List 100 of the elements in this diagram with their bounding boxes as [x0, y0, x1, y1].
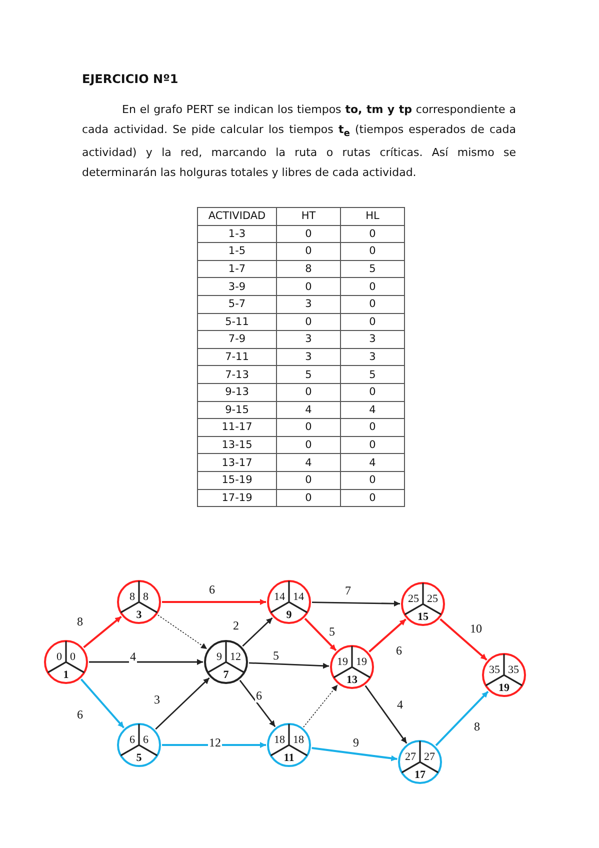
- edge-label: 6: [76, 708, 84, 722]
- late-time: 12: [230, 651, 241, 663]
- table-cell: 3: [340, 348, 404, 366]
- table-cell: 4: [340, 454, 404, 472]
- arrow: [303, 684, 338, 728]
- arrow: [162, 742, 266, 748]
- table-cell: 15-19: [198, 471, 276, 489]
- early-time: 14: [274, 591, 285, 603]
- table-cell: 13-17: [198, 454, 276, 472]
- table-cell: 4: [276, 401, 340, 419]
- table-cell: 7-11: [198, 348, 276, 366]
- table-cell: 3: [340, 330, 404, 348]
- early-time: 19: [337, 656, 348, 668]
- event-number: 17: [414, 769, 426, 781]
- late-time: 14: [293, 591, 304, 603]
- late-time: 8: [143, 591, 148, 603]
- table-cell: 13-15: [198, 436, 276, 454]
- table-cell: 7-9: [198, 330, 276, 348]
- arrow: [162, 599, 266, 605]
- edge-label: 6: [208, 584, 216, 596]
- event-circle: [267, 723, 311, 767]
- table-cell: 5: [276, 366, 340, 384]
- arrow: [158, 614, 208, 650]
- arrow: [242, 617, 273, 647]
- event-number: 13: [346, 674, 358, 686]
- event-circle: [482, 653, 526, 697]
- arrow: [312, 600, 400, 607]
- early-time: 0: [56, 651, 62, 663]
- late-time: 25: [427, 593, 438, 605]
- table-cell: 0: [276, 383, 340, 402]
- exercise-title: EJERCICIO Nº1: [82, 72, 178, 86]
- late-time: 0: [70, 651, 76, 663]
- edge-label: 8: [76, 616, 84, 628]
- late-time: 19: [356, 656, 367, 668]
- table-cell: 0: [340, 242, 404, 260]
- table-cell: 0: [340, 225, 404, 243]
- event-number: 15: [418, 611, 428, 623]
- event-circle: [330, 645, 374, 689]
- event-circle: [44, 640, 88, 684]
- table-cell: 0: [340, 489, 404, 507]
- edge-label: 4: [396, 698, 404, 712]
- table-cell: 11-17: [198, 418, 276, 436]
- event-number: 19: [498, 682, 510, 694]
- table-cell: 1-3: [198, 225, 276, 243]
- event-circle: [117, 580, 161, 624]
- table-cell: 5-11: [198, 313, 276, 331]
- table-cell: 0: [276, 278, 340, 296]
- early-time: 8: [130, 591, 135, 603]
- arrow: [368, 618, 406, 652]
- table-cell: 0: [340, 418, 404, 436]
- arrow: [435, 690, 489, 746]
- edge-label: 6: [255, 690, 263, 702]
- arrow: [155, 677, 210, 730]
- table-cell: 3-9: [198, 278, 276, 296]
- arrow: [248, 662, 330, 669]
- table-cell: 0: [340, 295, 404, 314]
- edge-label: 12: [208, 736, 222, 750]
- table-cell: ACTIVIDAD: [198, 208, 276, 226]
- event-number: 3: [136, 609, 142, 621]
- late-time: 27: [424, 751, 435, 763]
- table-cell: 4: [340, 401, 404, 419]
- early-time: 25: [408, 593, 419, 605]
- table-cell: 17-19: [198, 489, 276, 507]
- event-number: 1: [63, 669, 69, 681]
- event-circle: [398, 740, 442, 784]
- early-time: 35: [489, 664, 500, 676]
- table-cell: 5-7: [198, 295, 276, 314]
- event-circle: [267, 580, 311, 624]
- edge-label: 5: [328, 626, 336, 638]
- arrow: [440, 618, 488, 661]
- early-time: 6: [130, 734, 135, 746]
- edge-label: 9: [352, 736, 360, 750]
- event-number: 11: [284, 752, 294, 764]
- table-cell: 0: [276, 489, 340, 507]
- edge-label: 2: [232, 620, 240, 632]
- arrow: [80, 678, 125, 728]
- arrow: [89, 659, 203, 665]
- table-cell: 1-5: [198, 242, 276, 260]
- table-cell: 0: [276, 313, 340, 331]
- table-cell: 8: [276, 260, 340, 278]
- arrow: [364, 685, 408, 744]
- table-cell: HL: [340, 208, 404, 226]
- table-cell: HT: [276, 208, 340, 226]
- arrow: [83, 616, 122, 648]
- edge-label: 10: [469, 622, 483, 636]
- event-number: 9: [286, 609, 292, 621]
- table-cell: 3: [276, 295, 340, 314]
- table-cell: 0: [340, 313, 404, 331]
- table-cell: 3: [276, 348, 340, 366]
- edge-label: 4: [129, 650, 137, 664]
- table-cell: 3: [276, 330, 340, 348]
- table-cell: 9-13: [198, 383, 276, 402]
- late-time: 6: [143, 734, 148, 746]
- table-cell: 1-7: [198, 260, 276, 278]
- table-cell: 0: [276, 471, 340, 489]
- table-cell: 0: [276, 436, 340, 454]
- edge-label: 3: [153, 694, 161, 706]
- event-circle: [204, 640, 248, 684]
- event-number: 5: [136, 752, 142, 764]
- table-cell: 0: [340, 278, 404, 296]
